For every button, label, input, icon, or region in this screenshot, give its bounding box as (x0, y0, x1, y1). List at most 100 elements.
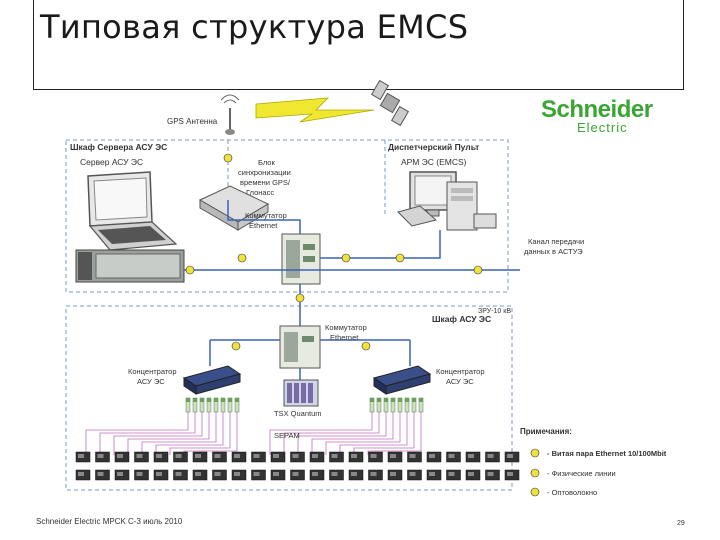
workstation-icon (397, 171, 497, 231)
link-workstation (320, 230, 441, 259)
sepam-relay-icon (446, 469, 461, 481)
converter-icon (418, 397, 424, 413)
concentrator-right-icon (372, 365, 432, 395)
label-conc-left: Концентратор АСУ ЭС (128, 367, 179, 386)
physical-line (155, 412, 224, 455)
switch-top-line-1: Ethernet (249, 221, 278, 230)
physical-lines (85, 412, 422, 455)
sepam-relay-icon (114, 469, 130, 481)
converter-icon (192, 397, 198, 413)
converter-icon (383, 397, 389, 413)
channel-line-0: Канал передачи (528, 237, 584, 246)
sepam-relay-icon (173, 451, 188, 463)
sepam-relay-icon (446, 451, 461, 463)
sync-line-0: Блок (258, 158, 275, 167)
label-server: Сервер АСУ ЭС (80, 157, 143, 167)
sepam-relay-icon (231, 451, 247, 463)
sepam-relay-icon (192, 469, 208, 481)
converter-icon (185, 397, 191, 413)
fiber-connector-icon (361, 341, 371, 351)
satellite-icon (370, 79, 410, 127)
converter-icon (220, 397, 226, 413)
switch-top-line-0: Коммутатор (245, 211, 287, 220)
conc-right-line-1: АСУ ЭС (446, 377, 474, 386)
physical-line (367, 412, 422, 455)
sepam-relay-icon (465, 451, 481, 463)
physical-line (113, 412, 203, 455)
sepam-relay-icon (465, 469, 481, 481)
converter-icon (369, 397, 375, 413)
fiber-connectors (185, 153, 483, 351)
label-sepam: SEPAM (274, 431, 300, 440)
converter-icon (390, 397, 396, 413)
sepam-relay-icon (134, 469, 149, 481)
physical-line (85, 412, 189, 455)
fiber-connector-icon (223, 153, 233, 163)
label-tsx: TSX Quantum (274, 409, 322, 418)
converter-icon (206, 397, 212, 413)
upper-frame (65, 139, 509, 293)
slide-footer: Schneider Electric MPCK C-3 июль 2010 (36, 517, 183, 526)
channel-line-1: данных в АСТУЭ (524, 247, 583, 256)
physical-line (127, 412, 210, 455)
fiber-connector-icon (473, 265, 483, 275)
title-frame (33, 0, 684, 90)
concentrator-left-icon (182, 365, 242, 395)
sepam-relay-icon (251, 451, 266, 463)
conc-left-line-1: АСУ ЭС (137, 377, 165, 386)
sepam-relay-icon (75, 451, 91, 463)
sepam-relay-icon (329, 469, 344, 481)
converter-icon (404, 397, 410, 413)
legend-ethernet-icon (530, 448, 540, 458)
legend-item-ethernet: - Витая пара Ethernet 10/100Mbit (547, 449, 667, 458)
converter-icon (376, 397, 382, 413)
sepam-relays (75, 451, 520, 481)
sepam-relay-icon (309, 469, 325, 481)
sepam-relay-icon (426, 469, 442, 481)
physical-line (339, 412, 408, 455)
sepam-relay-icon (309, 451, 325, 463)
sepam-relay-icon (231, 469, 247, 481)
converter-icon (411, 397, 417, 413)
converter-rows (185, 397, 424, 413)
fiber-connector-icon (295, 293, 305, 303)
sepam-relay-icon (153, 469, 169, 481)
server-rack-icon (75, 249, 185, 283)
switch-mid-line-1: Ethernet (330, 333, 359, 342)
radio-link-icon (255, 97, 375, 123)
physical-line (183, 412, 238, 455)
conc-right-line-0: Концентратор (436, 367, 485, 376)
sepam-relay-icon (192, 451, 208, 463)
label-dispatcher: Диспетчерский Пульт (388, 142, 479, 152)
sepam-relay-icon (368, 451, 383, 463)
legend-item-physical: - Физические линии (547, 469, 616, 478)
switch-top-icon (281, 233, 321, 285)
sepam-relay-icon (75, 469, 91, 481)
legend-title: Примечания: (520, 427, 572, 436)
fiber-connector-icon (237, 253, 247, 263)
physical-line (141, 412, 217, 455)
label-switch-mid: Коммутатор Ethernet (325, 323, 369, 342)
legend-item-fiber: - Оптоволокно (547, 488, 597, 497)
sepam-relay-icon (387, 451, 403, 463)
sepam-relay-icon (407, 451, 422, 463)
conc-left-line-0: Концентратор (128, 367, 177, 376)
sepam-relay-icon (212, 451, 227, 463)
label-sync-block: Блок синхронизации времени GPS/ Глонасс (238, 158, 293, 197)
sepam-relay-icon (329, 451, 344, 463)
label-conc-right: Концентратор АСУ ЭС (436, 367, 487, 386)
logo-line2: Electric (577, 120, 628, 135)
gps-antenna-icon (220, 94, 240, 135)
sepam-relay-icon (270, 469, 286, 481)
switch-mid-icon (279, 325, 321, 369)
physical-line (283, 412, 380, 455)
converter-icon (199, 397, 205, 413)
label-channel: Канал передачи данных в АСТУЭ (524, 237, 586, 256)
sepam-relay-icon (173, 469, 188, 481)
fiber-connector-icon (185, 265, 195, 275)
physical-line (325, 412, 401, 455)
legend-fiber-icon (530, 487, 540, 497)
sepam-relay-icon (348, 451, 364, 463)
sepam-relay-icon (368, 469, 383, 481)
